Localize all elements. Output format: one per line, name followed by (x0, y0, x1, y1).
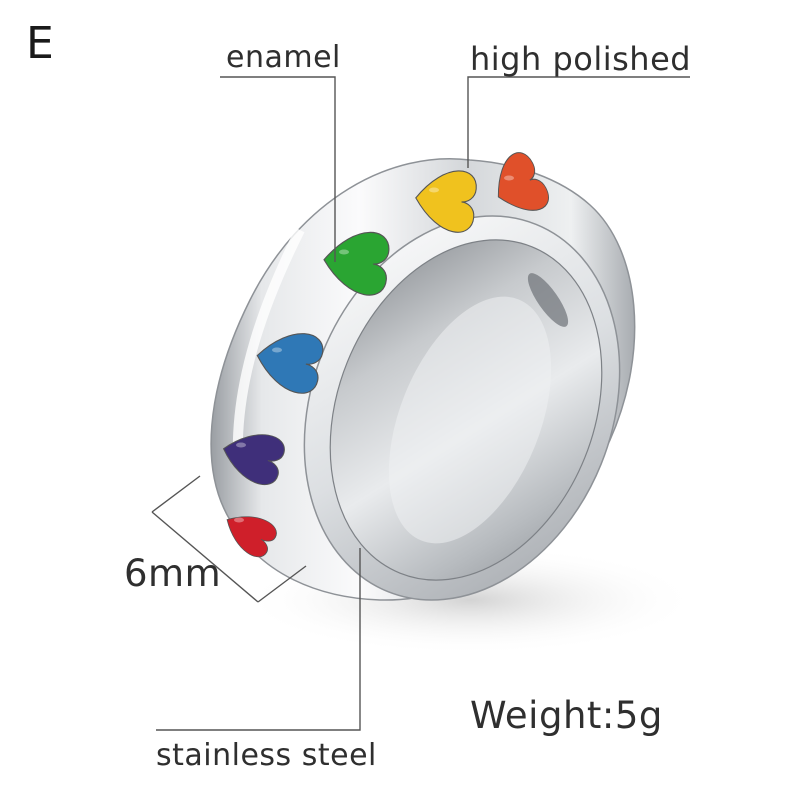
heart-blue-shine (272, 347, 282, 353)
heart-green-shine (339, 249, 349, 255)
steel-leader-line (156, 548, 361, 731)
variant-label: E (26, 18, 55, 69)
dimension-tick-top (151, 475, 201, 513)
enamel-label: enamel (226, 40, 341, 75)
heart-purple-shine (236, 442, 246, 448)
polished-leader-line (467, 76, 690, 168)
heart-purple (222, 434, 285, 485)
width-label: 6mm (124, 552, 222, 595)
heart-orange-shine (504, 175, 514, 181)
leader-lines (151, 76, 690, 731)
stainless-steel-label: stainless steel (156, 738, 377, 773)
enamel-leader-line (220, 76, 336, 262)
heart-orange (497, 152, 549, 211)
heart-yellow-shine (429, 187, 439, 193)
enamel-hearts (222, 152, 549, 558)
weight-label: Weight:5g (470, 694, 663, 737)
dimension-line (151, 511, 259, 603)
heart-red (226, 516, 277, 558)
heart-red-shine (234, 517, 244, 523)
inner-reflection (527, 273, 569, 327)
heart-blue (256, 333, 324, 394)
heart-green (323, 231, 390, 296)
heart-yellow (415, 170, 477, 233)
inner-highlight (388, 296, 552, 544)
high-polished-label: high polished (470, 40, 692, 78)
band-highlight (232, 227, 305, 461)
dimension-tick-bottom (257, 565, 307, 603)
